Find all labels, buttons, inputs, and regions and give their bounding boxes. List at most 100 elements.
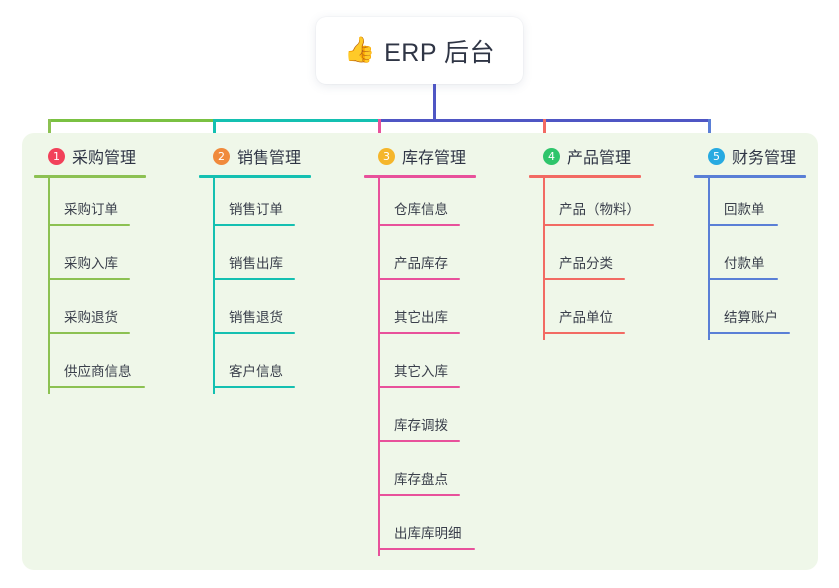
category-badge-4: 4 — [543, 147, 560, 165]
leaf-item[interactable]: 其它出库 — [364, 286, 514, 340]
drop-connector-5 — [708, 119, 711, 145]
leaf-item[interactable]: 产品（物料） — [529, 178, 679, 232]
category-header-4[interactable]: 4 产品管理 — [529, 143, 679, 169]
leaf-item-underline — [48, 386, 145, 388]
category-spine-3 — [378, 178, 380, 556]
leaf-item-label: 采购入库 — [64, 256, 118, 271]
leaf-item[interactable]: 采购退货 — [34, 286, 184, 340]
category-spine-4 — [543, 178, 545, 340]
leaf-item-underline — [708, 224, 778, 226]
leaf-item-label: 产品库存 — [394, 256, 448, 271]
leaf-item-label: 销售退货 — [229, 310, 283, 325]
leaf-item-label: 采购订单 — [64, 202, 118, 217]
diagram-panel — [22, 133, 818, 570]
leaf-item-underline — [543, 224, 654, 226]
leaf-item-underline — [708, 278, 778, 280]
category-badge-3: 3 — [378, 147, 395, 165]
leaf-item[interactable]: 回款单 — [694, 178, 839, 232]
leaf-item[interactable]: 采购入库 — [34, 232, 184, 286]
leaf-item-label: 付款单 — [724, 256, 765, 271]
leaf-item[interactable]: 产品单位 — [529, 286, 679, 340]
category-spine-5 — [708, 178, 710, 340]
category-items-3: 仓库信息产品库存其它出库其它入库库存调拨库存盘点出库库明细 — [364, 178, 514, 556]
leaf-item-label: 其它入库 — [394, 364, 448, 379]
leaf-item-underline — [378, 548, 475, 550]
leaf-item[interactable]: 客户信息 — [199, 340, 349, 394]
leaf-item-label: 结算账户 — [724, 310, 778, 325]
leaf-item-label: 仓库信息 — [394, 202, 448, 217]
leaf-item-label: 库存调拨 — [394, 418, 448, 433]
leaf-item[interactable]: 采购订单 — [34, 178, 184, 232]
category-badge-5: 5 — [708, 147, 725, 165]
category-title-2: 销售管理 — [237, 150, 302, 167]
root-node-content: 👍 ERP 后台 — [344, 33, 495, 69]
category-underline-5 — [694, 175, 806, 178]
root-node[interactable]: 👍 ERP 后台 — [316, 17, 523, 84]
leaf-item-underline — [378, 494, 460, 496]
category-items-2: 销售订单销售出库销售退货客户信息 — [199, 178, 349, 394]
leaf-item-underline — [543, 278, 625, 280]
leaf-item-underline — [708, 332, 790, 334]
leaf-item-label: 库存盘点 — [394, 472, 448, 487]
leaf-item[interactable]: 产品库存 — [364, 232, 514, 286]
leaf-item-label: 产品分类 — [559, 256, 613, 271]
leaf-item[interactable]: 仓库信息 — [364, 178, 514, 232]
leaf-item-label: 供应商信息 — [64, 364, 132, 379]
bus-segment-2 — [213, 119, 381, 122]
category-spine-1 — [48, 178, 50, 394]
category-column-5: 5 财务管理回款单付款单结算账户 — [694, 143, 839, 340]
leaf-item-underline — [48, 332, 130, 334]
leaf-item[interactable]: 出库库明细 — [364, 502, 514, 556]
leaf-item-label: 出库库明细 — [394, 526, 462, 541]
leaf-item-label: 回款单 — [724, 202, 765, 217]
leaf-item-underline — [48, 224, 130, 226]
category-column-4: 4 产品管理产品（物料） 产品分类产品单位 — [529, 143, 679, 340]
category-badge-2: 2 — [213, 147, 230, 165]
leaf-item[interactable]: 库存盘点 — [364, 448, 514, 502]
category-header-5[interactable]: 5 财务管理 — [694, 143, 839, 169]
leaf-item-underline — [543, 332, 625, 334]
category-header-2[interactable]: 2 销售管理 — [199, 143, 349, 169]
leaf-item-underline — [378, 278, 460, 280]
drop-connector-1 — [48, 119, 51, 145]
leaf-item-label: 其它出库 — [394, 310, 448, 325]
leaf-item[interactable]: 产品分类 — [529, 232, 679, 286]
category-column-3: 3 库存管理仓库信息产品库存其它出库其它入库库存调拨库存盘点出库库明细 — [364, 143, 514, 556]
category-items-5: 回款单付款单结算账户 — [694, 178, 839, 340]
leaf-item-underline — [378, 386, 460, 388]
category-underline-3 — [364, 175, 476, 178]
leaf-item-label: 客户信息 — [229, 364, 283, 379]
category-spine-2 — [213, 178, 215, 394]
leaf-item-underline — [48, 278, 130, 280]
leaf-item-underline — [213, 278, 295, 280]
leaf-item-underline — [378, 332, 460, 334]
category-title-4: 产品管理 — [567, 150, 632, 167]
leaf-item-label: 采购退货 — [64, 310, 118, 325]
leaf-item-underline — [213, 332, 295, 334]
category-title-3: 库存管理 — [402, 150, 467, 167]
leaf-item[interactable]: 供应商信息 — [34, 340, 184, 394]
leaf-item[interactable]: 结算账户 — [694, 286, 839, 340]
category-column-2: 2 销售管理销售订单销售出库销售退货客户信息 — [199, 143, 349, 394]
leaf-item[interactable]: 库存调拨 — [364, 394, 514, 448]
root-node-title: ERP 后台 — [384, 38, 496, 67]
drop-connector-3 — [378, 119, 381, 145]
leaf-item-underline — [213, 386, 295, 388]
leaf-item-underline — [378, 224, 460, 226]
category-items-1: 采购订单采购入库采购退货供应商信息 — [34, 178, 184, 394]
leaf-item[interactable]: 销售退货 — [199, 286, 349, 340]
leaf-item[interactable]: 付款单 — [694, 232, 839, 286]
category-title-5: 财务管理 — [732, 150, 797, 167]
leaf-item[interactable]: 销售出库 — [199, 232, 349, 286]
leaf-item[interactable]: 其它入库 — [364, 340, 514, 394]
leaf-item[interactable]: 销售订单 — [199, 178, 349, 232]
category-underline-4 — [529, 175, 641, 178]
category-items-4: 产品（物料） 产品分类产品单位 — [529, 178, 679, 340]
drop-connector-4 — [543, 119, 546, 145]
category-header-3[interactable]: 3 库存管理 — [364, 143, 514, 169]
bus-segment-1 — [48, 119, 216, 122]
category-underline-1 — [34, 175, 146, 178]
